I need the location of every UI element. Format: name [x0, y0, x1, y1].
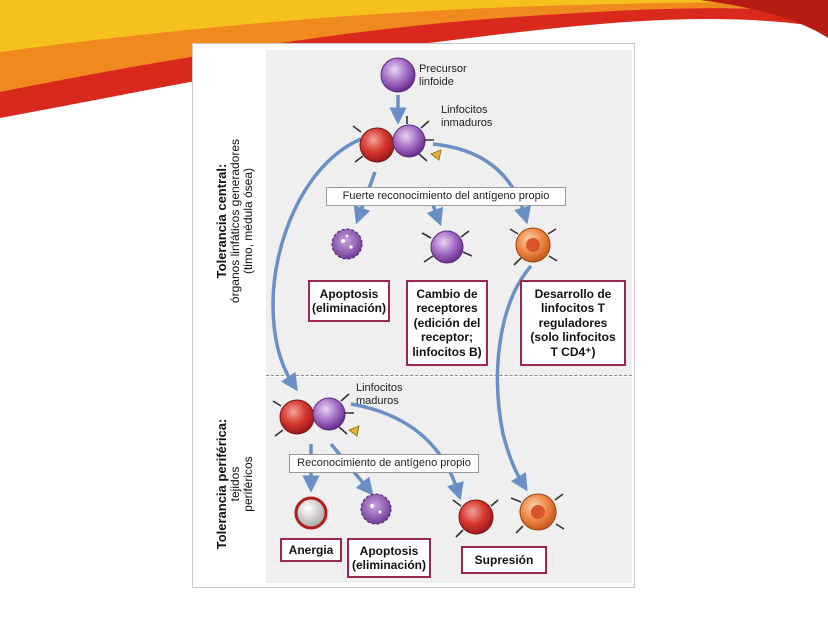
- immature-red-cell: [352, 125, 395, 163]
- immature-lymphocytes-label: Linfocitos inmaduros: [441, 104, 493, 129]
- apoptotic-cell-central: [331, 228, 363, 260]
- antigen-triangle-icon: [348, 425, 360, 437]
- outcome-treg-development: Desarrollo de linfocitos T reguladores (…: [520, 280, 626, 366]
- antigen-triangle-icon: [430, 149, 442, 161]
- decorative-swoosh-top-right: [700, 0, 828, 38]
- immature-purple-cell: [392, 116, 442, 162]
- treg-cell-peripheral: [510, 493, 565, 534]
- suppressed-red-cell: [452, 499, 499, 538]
- edited-receptor-cell: [421, 230, 473, 264]
- mature-lymphocytes-label: Linfocitos maduros: [356, 382, 403, 407]
- outcome-receptor-editing: Cambio de receptores (edición del recept…: [406, 280, 488, 366]
- arrow-immature-to-mature: [271, 137, 362, 392]
- precursor-cell: [380, 57, 416, 93]
- precursor-label: Precursor linfoide: [419, 63, 467, 88]
- mature-purple-cell: [312, 393, 360, 437]
- outcome-apoptosis-peripheral: Apoptosis (eliminación): [347, 538, 431, 578]
- arrow-treg-to-suppression: [495, 264, 533, 492]
- peripheral-recognition-banner: Reconocimiento de antígeno propio: [289, 454, 479, 473]
- decorative-swoosh-yellow: [0, 0, 828, 52]
- panel-divider: [266, 375, 632, 376]
- apoptotic-cell-peripheral: [360, 493, 392, 525]
- central-recognition-banner: Fuerte reconocimiento del antígeno propi…: [326, 187, 566, 206]
- treg-cell-central: [509, 227, 558, 266]
- outcome-apoptosis-central: Apoptosis (eliminación): [308, 280, 390, 322]
- outcome-anergy: Anergia: [280, 538, 342, 562]
- mature-red-cell: [272, 399, 315, 437]
- tolerance-diagram-figure: Tolerancia central: órganos linfáticos g…: [192, 43, 635, 588]
- arrow-to-suppression: [350, 402, 464, 501]
- outcome-suppression: Supresión: [461, 546, 547, 574]
- anergic-cell: [294, 496, 328, 530]
